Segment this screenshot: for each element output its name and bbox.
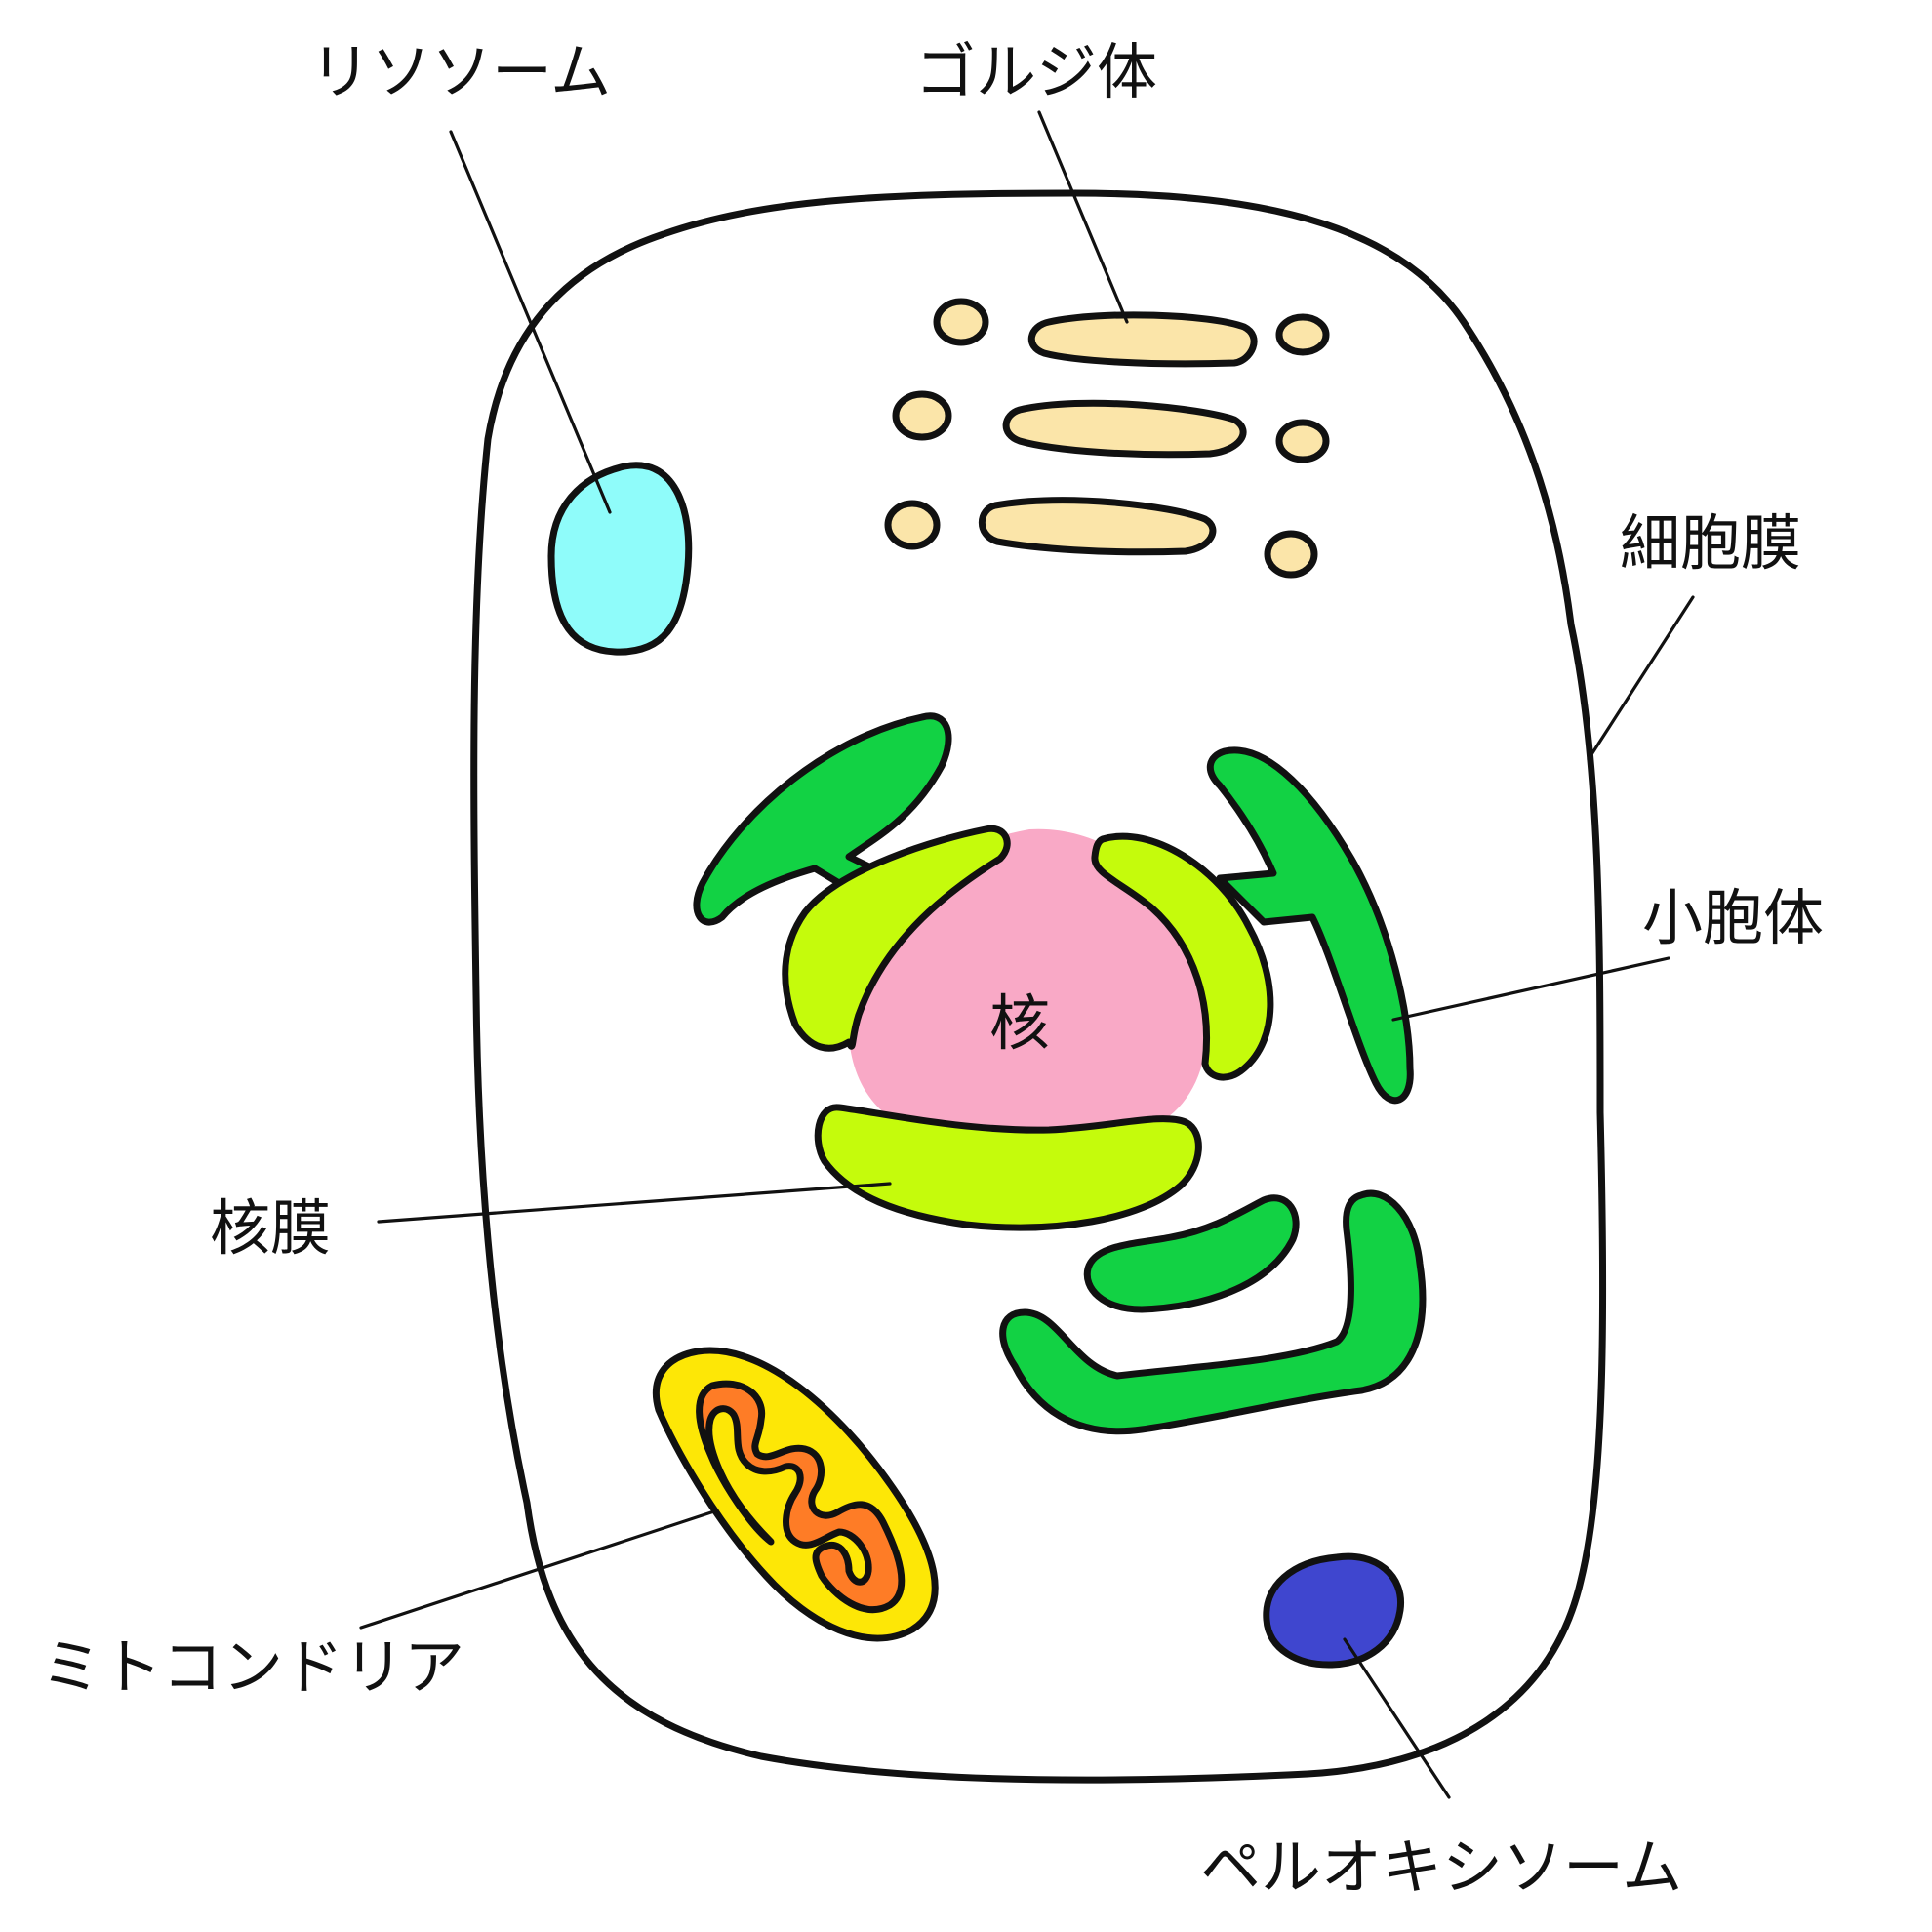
golgi-vesicle [933, 298, 989, 346]
vesicle-leader [1391, 956, 1670, 1022]
nuclear-membrane-bottom [814, 1104, 1202, 1231]
nuclear-membrane-right [1091, 832, 1274, 1081]
label-lysosome: リソソーム [310, 36, 611, 107]
endoplasmic-reticulum [693, 712, 1427, 1435]
golgi-apparatus [884, 298, 1330, 579]
nucleus-shape [848, 828, 1208, 1150]
nuclear-membrane-leader [377, 1182, 892, 1224]
golgi-cisterna [1002, 399, 1247, 459]
label-vesicle: 小胞体 [1642, 882, 1824, 953]
mitochondria [652, 1347, 939, 1642]
label-peroxisome: ペルオキシソーム [1200, 1831, 1682, 1903]
label-cell-membrane: 細胞膜 [1620, 507, 1801, 579]
nuclear-membrane-left [782, 825, 1011, 1052]
label-nuclear-membrane: 核膜 [210, 1192, 331, 1264]
golgi-vesicle [1275, 313, 1330, 356]
label-mitochondria: ミトコンドリア [41, 1631, 464, 1703]
er-lower-inner [1083, 1194, 1300, 1313]
label-golgi: ゴルジ体 [915, 36, 1157, 107]
golgi-cisterna [1028, 311, 1258, 368]
er-upper-left [693, 712, 952, 926]
golgi-cisterna [979, 497, 1217, 556]
mitochondria-inner [696, 1380, 906, 1614]
golgi-vesicle [892, 390, 952, 441]
golgi-vesicle [884, 500, 941, 550]
lysosome-shape [547, 462, 693, 656]
label-nucleus: 核 [989, 987, 1050, 1059]
cell-membrane-leader [1587, 595, 1695, 761]
peroxisome-shape [1263, 1552, 1405, 1669]
nuclear-membrane [782, 825, 1274, 1231]
leader-lines [359, 110, 1695, 1799]
er-lower-outer [999, 1189, 1427, 1435]
golgi-vesicle [1275, 419, 1330, 463]
golgi-vesicle [1264, 530, 1318, 579]
mitochondria-leader [359, 1509, 719, 1630]
peroxisome-leader [1343, 1637, 1451, 1799]
er-upper-right [1207, 746, 1414, 1105]
golgi-leader [1037, 110, 1129, 324]
lysosome-leader [449, 130, 612, 514]
